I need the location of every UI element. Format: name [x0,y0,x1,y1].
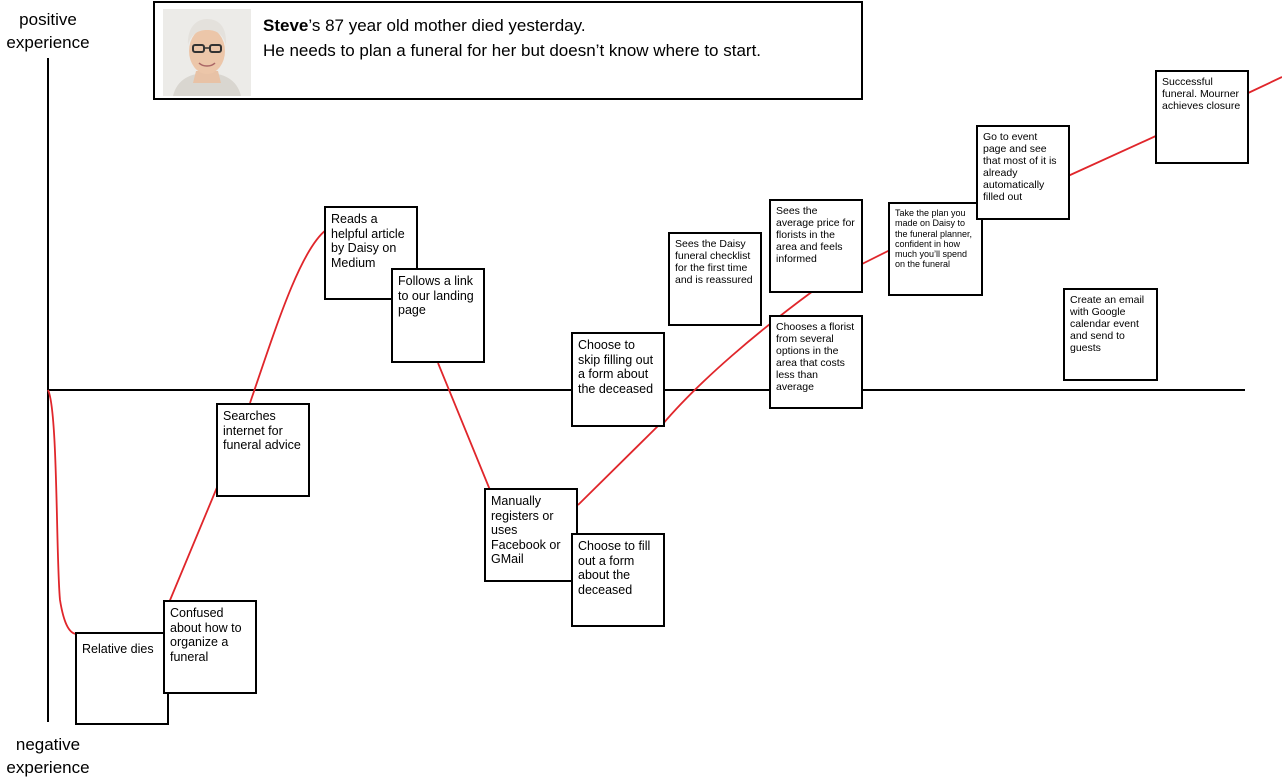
step-card-event-page: Go to event page and see that most of it… [976,125,1070,220]
step-card-relative-dies: Relative dies [75,632,169,725]
persona-line-2: He needs to plan a funeral for her but d… [263,41,762,60]
persona-photo [163,9,251,96]
persona-name: Steve [263,16,309,35]
positive-experience-label: positive experience [6,10,90,52]
step-card-create-email: Create an email with Google calendar eve… [1063,288,1158,381]
persona-line-1: Steve’s 87 year old mother died yesterda… [263,13,761,38]
persona-description: Steve’s 87 year old mother died yesterda… [263,13,761,63]
step-card-checklist: Sees the Daisy funeral checklist for the… [668,232,762,326]
persona-box: Steve’s 87 year old mother died yesterda… [153,1,863,100]
step-card-skip-form: Choose to skip filling out a form about … [571,332,665,427]
step-card-successful-funeral: Successful funeral. Mourner achieves clo… [1155,70,1249,164]
step-card-chooses-florist: Chooses a florist from several options i… [769,315,863,409]
step-card-average-price: Sees the average price for florists in t… [769,199,863,293]
negative-experience-label: negative experience [6,735,90,777]
step-card-searches-internet: Searches internet for funeral advice [216,403,310,497]
step-card-registers: Manually registers or uses Facebook or G… [484,488,578,582]
step-card-confused: Confused about how to organize a funeral [163,600,257,694]
step-card-fill-form: Choose to fill out a form about the dece… [571,533,665,627]
persona-line-1-rest: ’s 87 year old mother died yesterday. [308,16,586,35]
step-card-follows-link: Follows a link to our landing page [391,268,485,363]
step-card-take-plan: Take the plan you made on Daisy to the f… [888,202,983,296]
